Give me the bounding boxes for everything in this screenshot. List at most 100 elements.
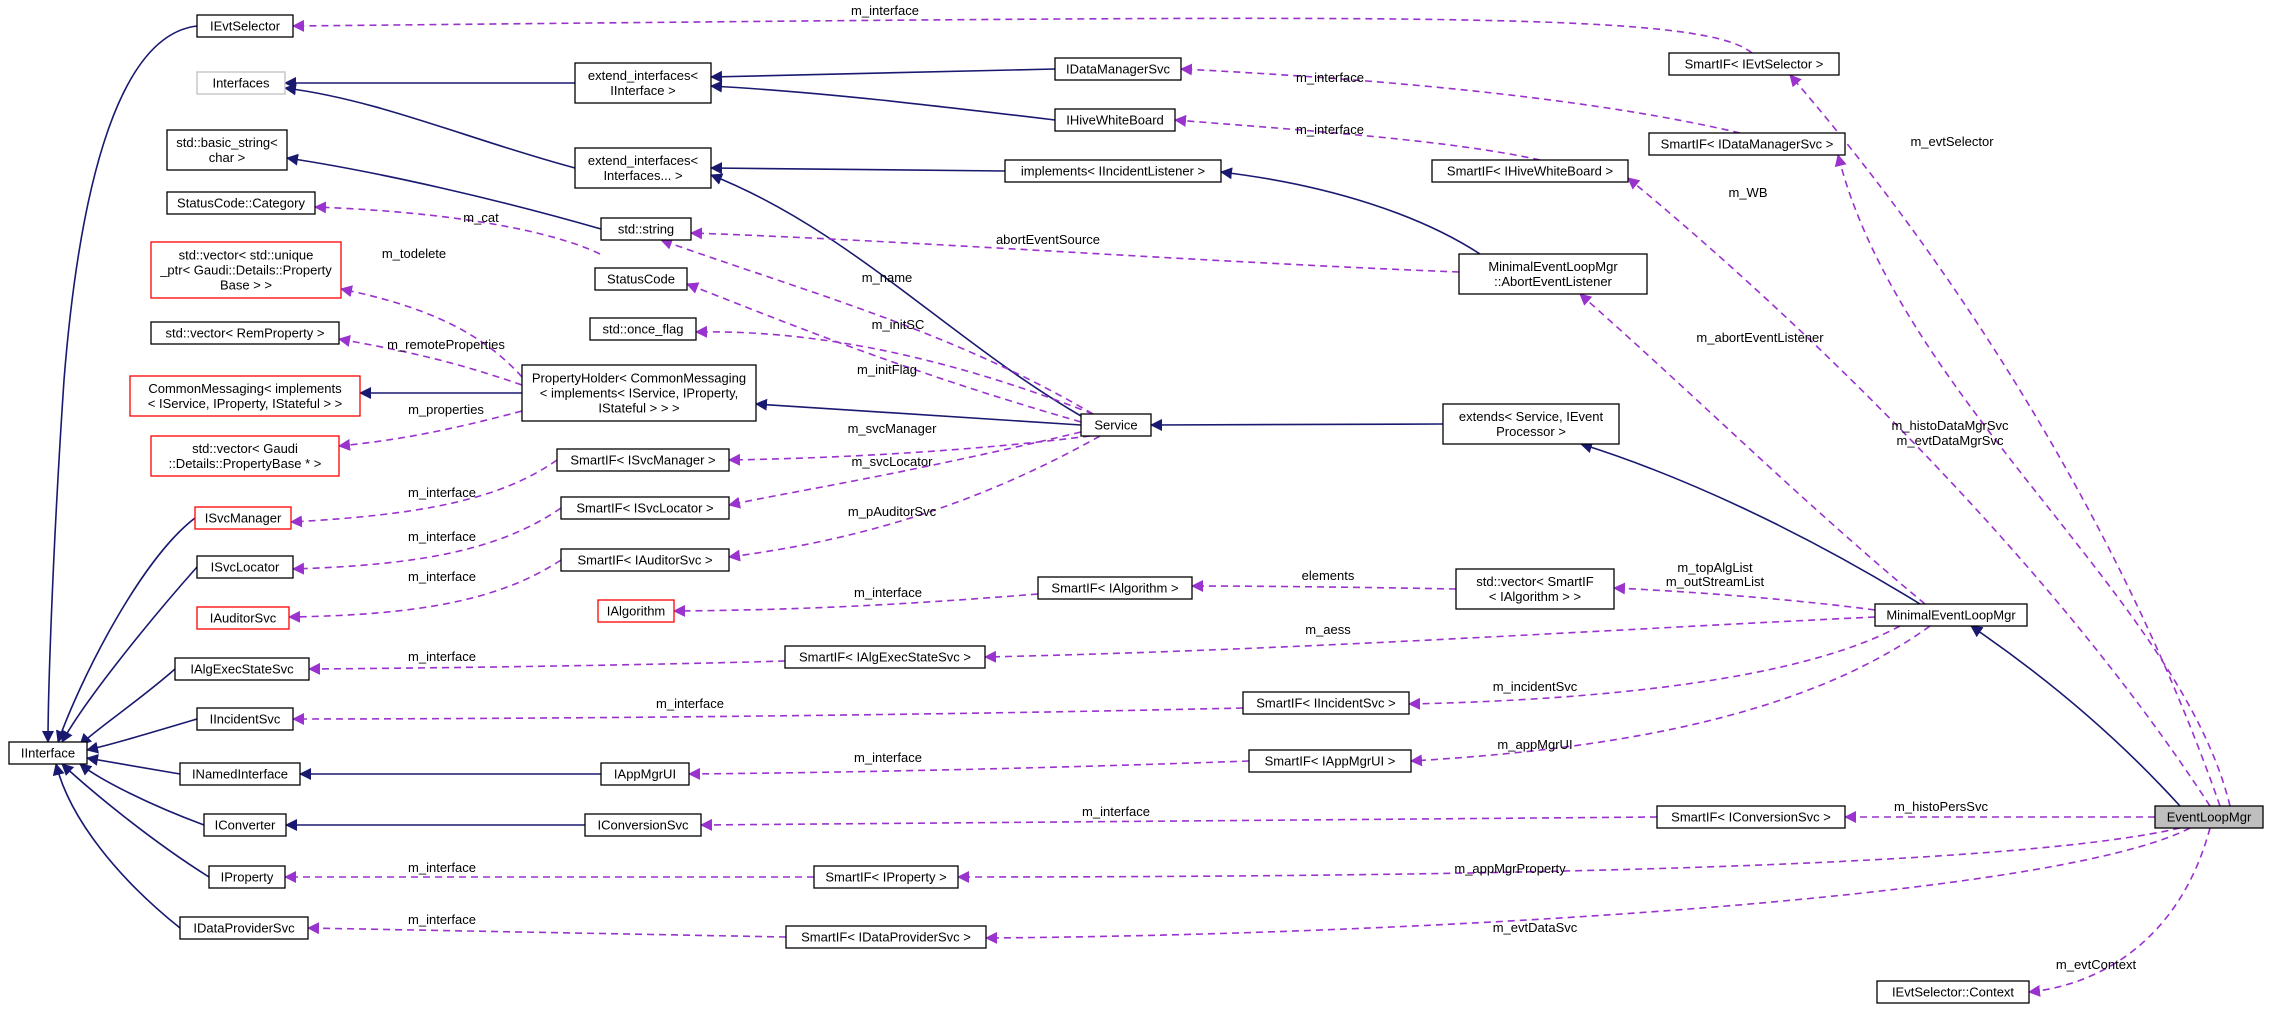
class-node-vec-smartif-ialgorithm[interactable]: std::vector< SmartIF< IAlgorithm > > <box>1455 568 1615 610</box>
class-node-smartif-iconversionsvc[interactable]: SmartIF< IConversionSvc > <box>1656 805 1846 829</box>
inheritance-edge <box>710 68 1056 83</box>
class-node-iproperty[interactable]: IProperty <box>208 865 286 889</box>
class-box <box>1648 132 1846 156</box>
usage-edge <box>338 410 523 451</box>
class-box <box>556 448 730 472</box>
class-node-smartif-ialgexecstatesvc[interactable]: SmartIF< IAlgExecStateSvc > <box>784 645 986 669</box>
edge-label-elements: elements <box>1302 568 1355 583</box>
class-node-smartif-iappmgrui[interactable]: SmartIF< IAppMgrUI > <box>1248 749 1412 773</box>
class-name-line: extend_interfaces< <box>588 68 698 83</box>
class-box <box>1248 749 1412 773</box>
usage-edge <box>288 559 562 623</box>
inheritance-edge <box>1970 625 2181 807</box>
class-node-minimaleventloopmgr[interactable]: MinimalEventLoopMgr <box>1874 603 2028 627</box>
class-node-vec-propertybase[interactable]: std::vector< Gaudi::Details::PropertyBas… <box>150 435 340 477</box>
usage-edge <box>700 816 1658 831</box>
class-node-ievtselector-context[interactable]: IEvtSelector::Context <box>1876 980 2030 1004</box>
class-node-std-string[interactable]: std::string <box>600 217 692 241</box>
class-node-smartif-ievtselector[interactable]: SmartIF< IEvtSelector > <box>1668 52 1840 76</box>
class-node-smartif-iincidentsvc[interactable]: SmartIF< IIncidentSvc > <box>1242 691 1410 715</box>
class-node-ihivewhiteboard[interactable]: IHiveWhiteBoard <box>1054 108 1176 132</box>
class-node-smartif-idatamanagersvc[interactable]: SmartIF< IDataManagerSvc > <box>1648 132 1846 156</box>
class-box <box>589 317 697 341</box>
class-node-ialgorithm[interactable]: IAlgorithm <box>597 599 675 623</box>
class-node-smartif-isvcmanager[interactable]: SmartIF< ISvcManager > <box>556 448 730 472</box>
class-node-iconversionsvc[interactable]: IConversionSvc <box>584 813 702 837</box>
class-name-line: IConverter <box>215 818 276 833</box>
usage-edge <box>728 435 1101 562</box>
class-node-commonmessaging[interactable]: CommonMessaging< implements< IService, I… <box>129 375 361 417</box>
class-box <box>166 191 316 215</box>
edge-label-m-evtdatamgrsvc: m_evtDataMgrSvc <box>1897 433 2004 448</box>
class-box <box>196 14 294 38</box>
edge-label-m-interface-svcloc: m_interface <box>408 529 476 544</box>
class-name-line: std::string <box>618 222 674 237</box>
usage-edge <box>690 227 1460 273</box>
edge-label-m-interface-dps: m_interface <box>408 912 476 927</box>
inheritance-edge <box>79 668 176 746</box>
class-node-idataprovidersvc[interactable]: IDataProviderSvc <box>179 916 309 940</box>
class-node-inamedinterface[interactable]: INamedInterface <box>179 762 301 786</box>
class-name-line: CommonMessaging< implements <box>148 381 342 396</box>
edge-label-m-evtdatasvc: m_evtDataSvc <box>1493 920 1578 935</box>
class-node-idatamanagersvc[interactable]: IDataManagerSvc <box>1054 57 1182 81</box>
class-box <box>150 321 340 345</box>
class-name-line: SmartIF< IAlgorithm > <box>1051 581 1178 596</box>
class-node-smartif-ihivewhiteboard[interactable]: SmartIF< IHiveWhiteBoard > <box>1431 159 1629 183</box>
inheritance-edge <box>79 763 205 826</box>
class-node-iconverter[interactable]: IConverter <box>203 813 287 837</box>
class-name-line: std::vector< RemProperty > <box>166 326 325 341</box>
class-name-line: ISvcLocator <box>211 560 280 575</box>
class-box <box>600 762 690 786</box>
usage-edge <box>686 282 1082 423</box>
class-node-propertyholder[interactable]: PropertyHolder< CommonMessaging< impleme… <box>521 364 757 422</box>
edge-label-m-svclocator: m_svcLocator <box>852 454 934 469</box>
class-node-smartif-idataprovidersvc[interactable]: SmartIF< IDataProviderSvc > <box>785 925 987 949</box>
usage-edge <box>695 325 1094 415</box>
class-name-line: ISvcManager <box>205 511 282 526</box>
class-node-isvcmanager[interactable]: ISvcManager <box>194 506 292 530</box>
class-box <box>1656 805 1846 829</box>
class-node-std-once-flag[interactable]: std::once_flag <box>589 317 697 341</box>
class-node-iappmgrui[interactable]: IAppMgrUI <box>600 762 690 786</box>
class-node-isvclocator[interactable]: ISvcLocator <box>196 555 294 579</box>
class-node-implements-iincidentlistener[interactable]: implements< IIncidentListener > <box>1004 159 1222 183</box>
class-node-vec-unique-ptr[interactable]: std::vector< std::unique_ptr< Gaudi::Det… <box>150 241 342 299</box>
class-node-aborteventlistener[interactable]: MinimalEventLoopMgr::AbortEventListener <box>1458 253 1648 295</box>
class-name-line: SmartIF< ISvcLocator > <box>576 501 713 516</box>
class-node-extend-interfaces[interactable]: extend_interfaces<Interfaces... > <box>574 147 712 189</box>
class-name-line: extends< Service, IEvent <box>1459 409 1604 424</box>
class-node-iinterface[interactable]: IInterface <box>8 741 88 765</box>
edge-label-m-topalglist: m_topAlgList <box>1677 560 1753 575</box>
class-node-ialgexecstatesvc[interactable]: IAlgExecStateSvc <box>174 657 310 681</box>
class-name-line: SmartIF< IIncidentSvc > <box>1256 696 1395 711</box>
inheritance-edge <box>52 763 181 929</box>
edge-label-m-remoteproperties: m_remoteProperties <box>387 337 505 352</box>
edge-label-m-cat: m_cat <box>463 210 499 225</box>
class-name-line: extend_interfaces< <box>588 153 698 168</box>
usage-edge <box>307 922 787 938</box>
edge-label-m-pauditorsvc: m_pAuditorSvc <box>848 504 937 519</box>
class-node-statuscode[interactable]: StatusCode <box>594 267 688 291</box>
class-node-statuscode-category[interactable]: StatusCode::Category <box>166 191 316 215</box>
class-node-interfaces[interactable]: Interfaces <box>196 71 286 95</box>
class-name-line: Service <box>1094 418 1137 433</box>
class-node-smartif-iproperty[interactable]: SmartIF< IProperty > <box>813 865 959 889</box>
usage-edge <box>1834 154 2231 807</box>
class-node-smartif-iauditorsvc[interactable]: SmartIF< IAuditorSvc > <box>560 548 730 572</box>
class-node-iauditorsvc[interactable]: IAuditorSvc <box>196 606 290 630</box>
class-box <box>813 865 959 889</box>
class-node-extend-iinterface[interactable]: extend_interfaces<IInterface > <box>574 62 712 104</box>
class-node-smartif-ialgorithm[interactable]: SmartIF< IAlgorithm > <box>1037 576 1193 600</box>
class-node-ievtselector[interactable]: IEvtSelector <box>196 14 294 38</box>
class-node-smartif-isvclocator[interactable]: SmartIF< ISvcLocator > <box>560 496 730 520</box>
class-node-eventloopmgr[interactable]: EventLoopMgr <box>2154 805 2264 829</box>
class-name-line: StatusCode <box>607 272 675 287</box>
class-node-iincidentsvc[interactable]: IIncidentSvc <box>196 707 294 731</box>
class-node-vec-remproperty[interactable]: std::vector< RemProperty > <box>150 321 340 345</box>
class-node-std-basic-string[interactable]: std::basic_string<char > <box>166 129 288 171</box>
class-node-service[interactable]: Service <box>1080 413 1152 437</box>
edge-label-m-interface-prop: m_interface <box>408 860 476 875</box>
inheritance-edge <box>1580 441 1921 605</box>
